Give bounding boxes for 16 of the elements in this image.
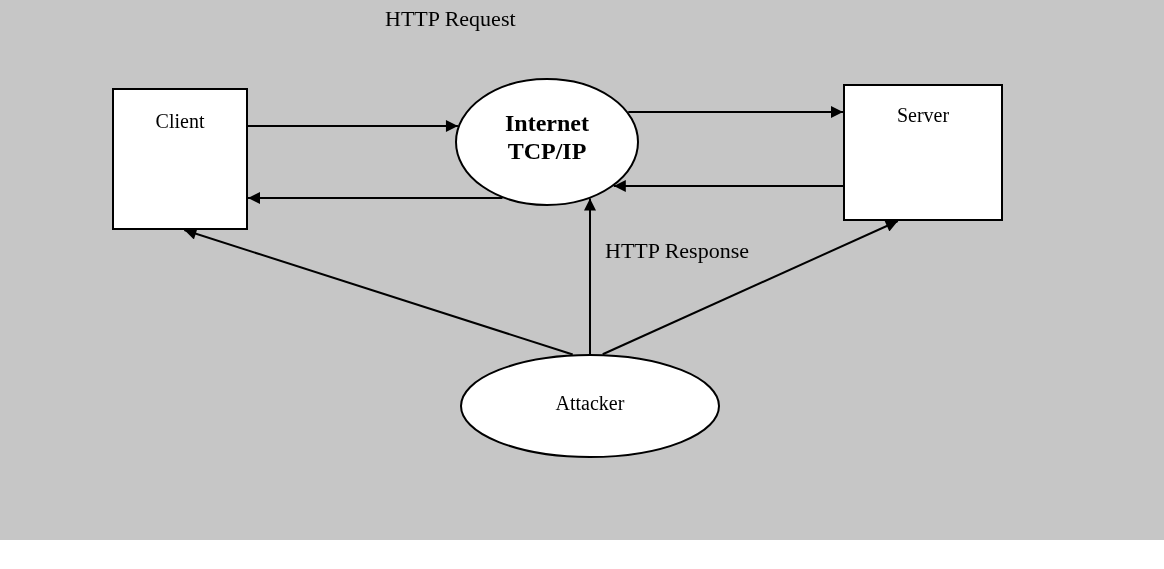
network-ellipse (455, 78, 639, 206)
arrow (601, 220, 899, 356)
node-label: Attacker (554, 392, 626, 415)
client-box (112, 88, 248, 230)
attacker-ellipse (460, 354, 720, 458)
arrow (247, 120, 459, 132)
server-box (843, 84, 1003, 221)
protocol-label: HTTP Response (605, 238, 749, 264)
protocol-label: HTTP Request (385, 6, 516, 32)
arrow (584, 197, 596, 355)
arrow (247, 192, 504, 204)
arrow (612, 180, 844, 192)
node-label: Client (154, 110, 206, 133)
arrow (627, 106, 844, 118)
network-label: Internet TCP/IP (504, 110, 590, 166)
node-label: Server (895, 104, 951, 127)
